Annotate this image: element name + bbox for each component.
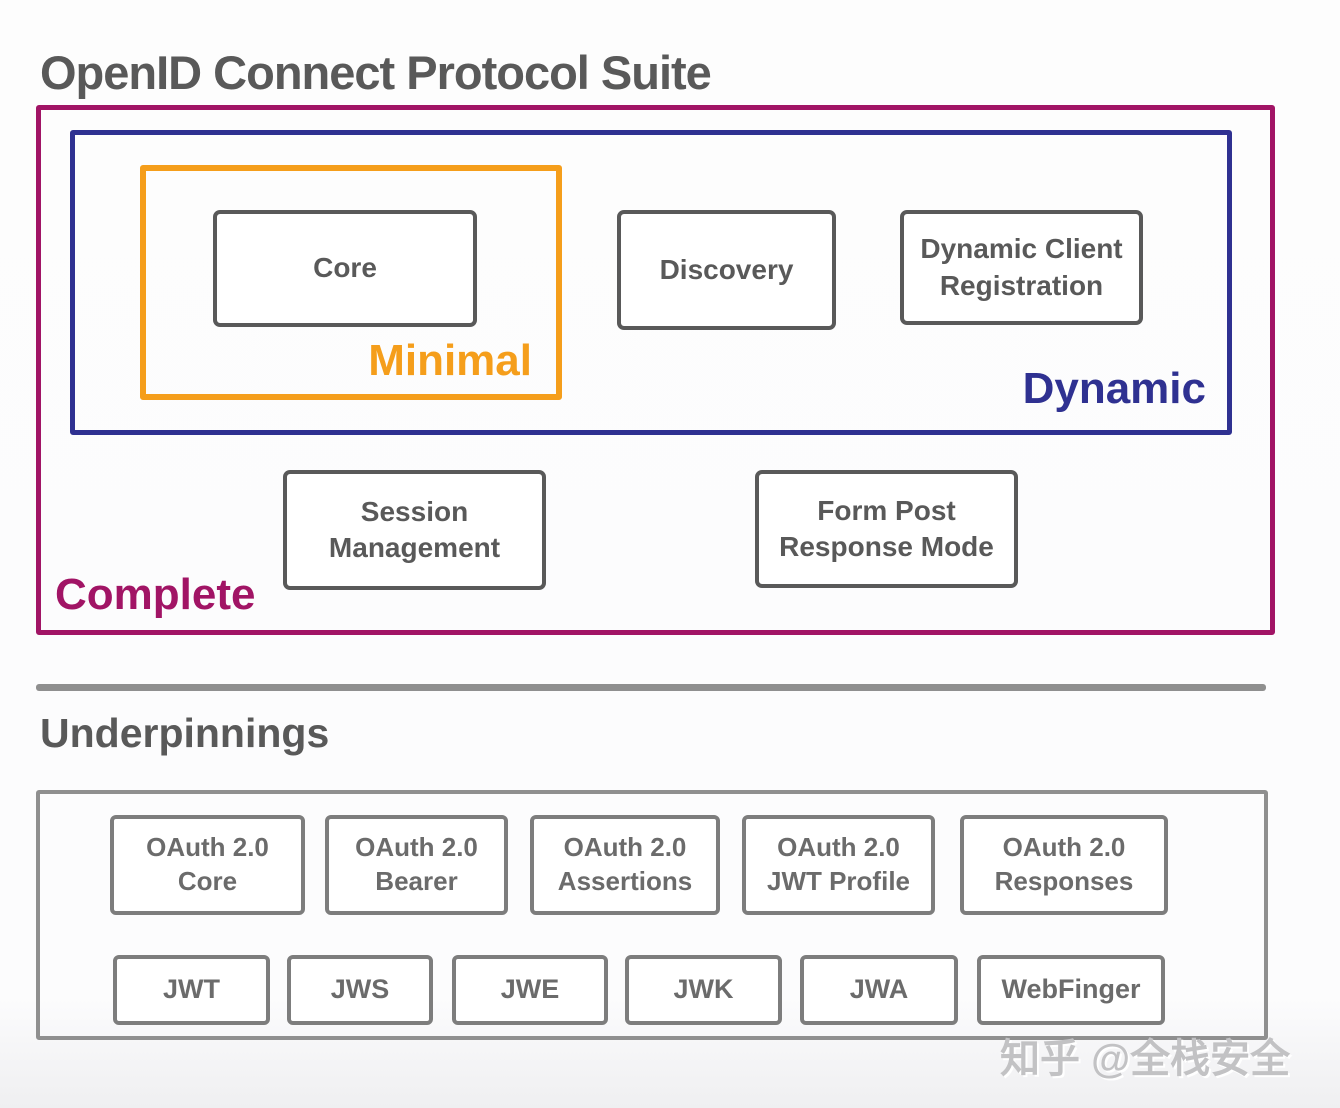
jwt-box: JWT	[113, 955, 270, 1025]
underpinnings-heading: Underpinnings	[40, 710, 330, 756]
complete-group-label: Complete	[55, 570, 256, 619]
oauth2-responses-box: OAuth 2.0 Responses	[960, 815, 1168, 915]
webfinger-box: WebFinger	[977, 955, 1165, 1025]
jwa-box: JWA	[800, 955, 958, 1025]
oauth2-jwt-profile-box: OAuth 2.0 JWT Profile	[742, 815, 935, 915]
session-management-box: Session Management	[283, 470, 546, 590]
form-post-response-mode-box: Form Post Response Mode	[755, 470, 1018, 588]
minimal-group-frame	[140, 165, 562, 400]
complete-group-frame	[36, 105, 1275, 635]
section-divider	[36, 684, 1266, 691]
page-title: OpenID Connect Protocol Suite	[40, 46, 712, 100]
oauth2-core-box: OAuth 2.0 Core	[110, 815, 305, 915]
jws-box: JWS	[287, 955, 433, 1025]
zhihu-watermark: 知乎 @全栈安全	[1000, 1037, 1291, 1081]
dynamic-group-frame	[70, 130, 1232, 435]
underpinnings-group-frame	[36, 790, 1268, 1040]
core-box: Core	[213, 210, 477, 327]
jwe-box: JWE	[452, 955, 608, 1025]
dynamic-client-registration-box: Dynamic Client Registration	[900, 210, 1143, 325]
jwk-box: JWK	[625, 955, 782, 1025]
dynamic-group-label: Dynamic	[1022, 364, 1206, 413]
discovery-box: Discovery	[617, 210, 836, 330]
oauth2-assertions-box: OAuth 2.0 Assertions	[530, 815, 720, 915]
minimal-group-label: Minimal	[368, 336, 532, 385]
oauth2-bearer-box: OAuth 2.0 Bearer	[325, 815, 508, 915]
